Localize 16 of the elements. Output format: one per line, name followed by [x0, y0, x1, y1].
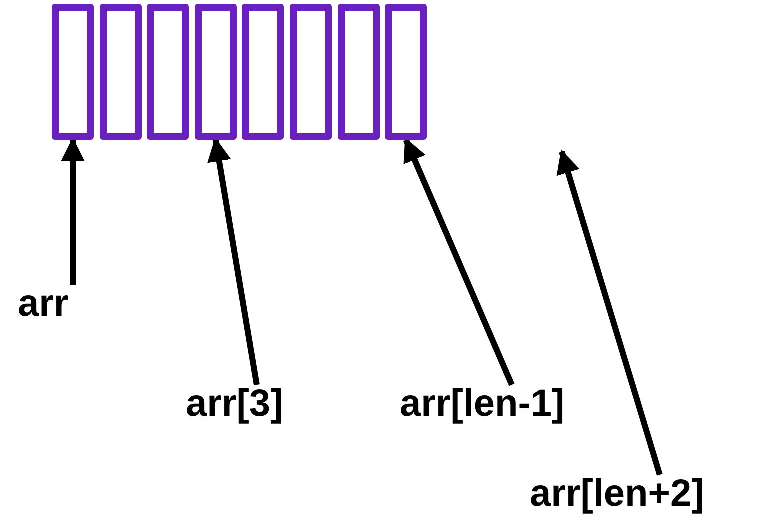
arrow — [208, 138, 260, 386]
array-cell — [290, 4, 332, 140]
pointer-label: arr[len+2] — [530, 475, 704, 513]
arrow — [556, 150, 663, 476]
arrow — [403, 138, 515, 386]
array-cell — [52, 4, 94, 140]
array-cell — [338, 4, 380, 140]
array-cell — [194, 4, 237, 140]
pointer-label: arr[len-1] — [400, 385, 565, 423]
array-cell — [385, 4, 428, 140]
array-cell — [242, 4, 284, 140]
pointer-label: arr — [18, 285, 69, 323]
pointer-label: arr[3] — [186, 385, 284, 423]
array-cell — [147, 4, 190, 140]
array-cell — [100, 4, 142, 140]
arrow — [61, 138, 85, 285]
